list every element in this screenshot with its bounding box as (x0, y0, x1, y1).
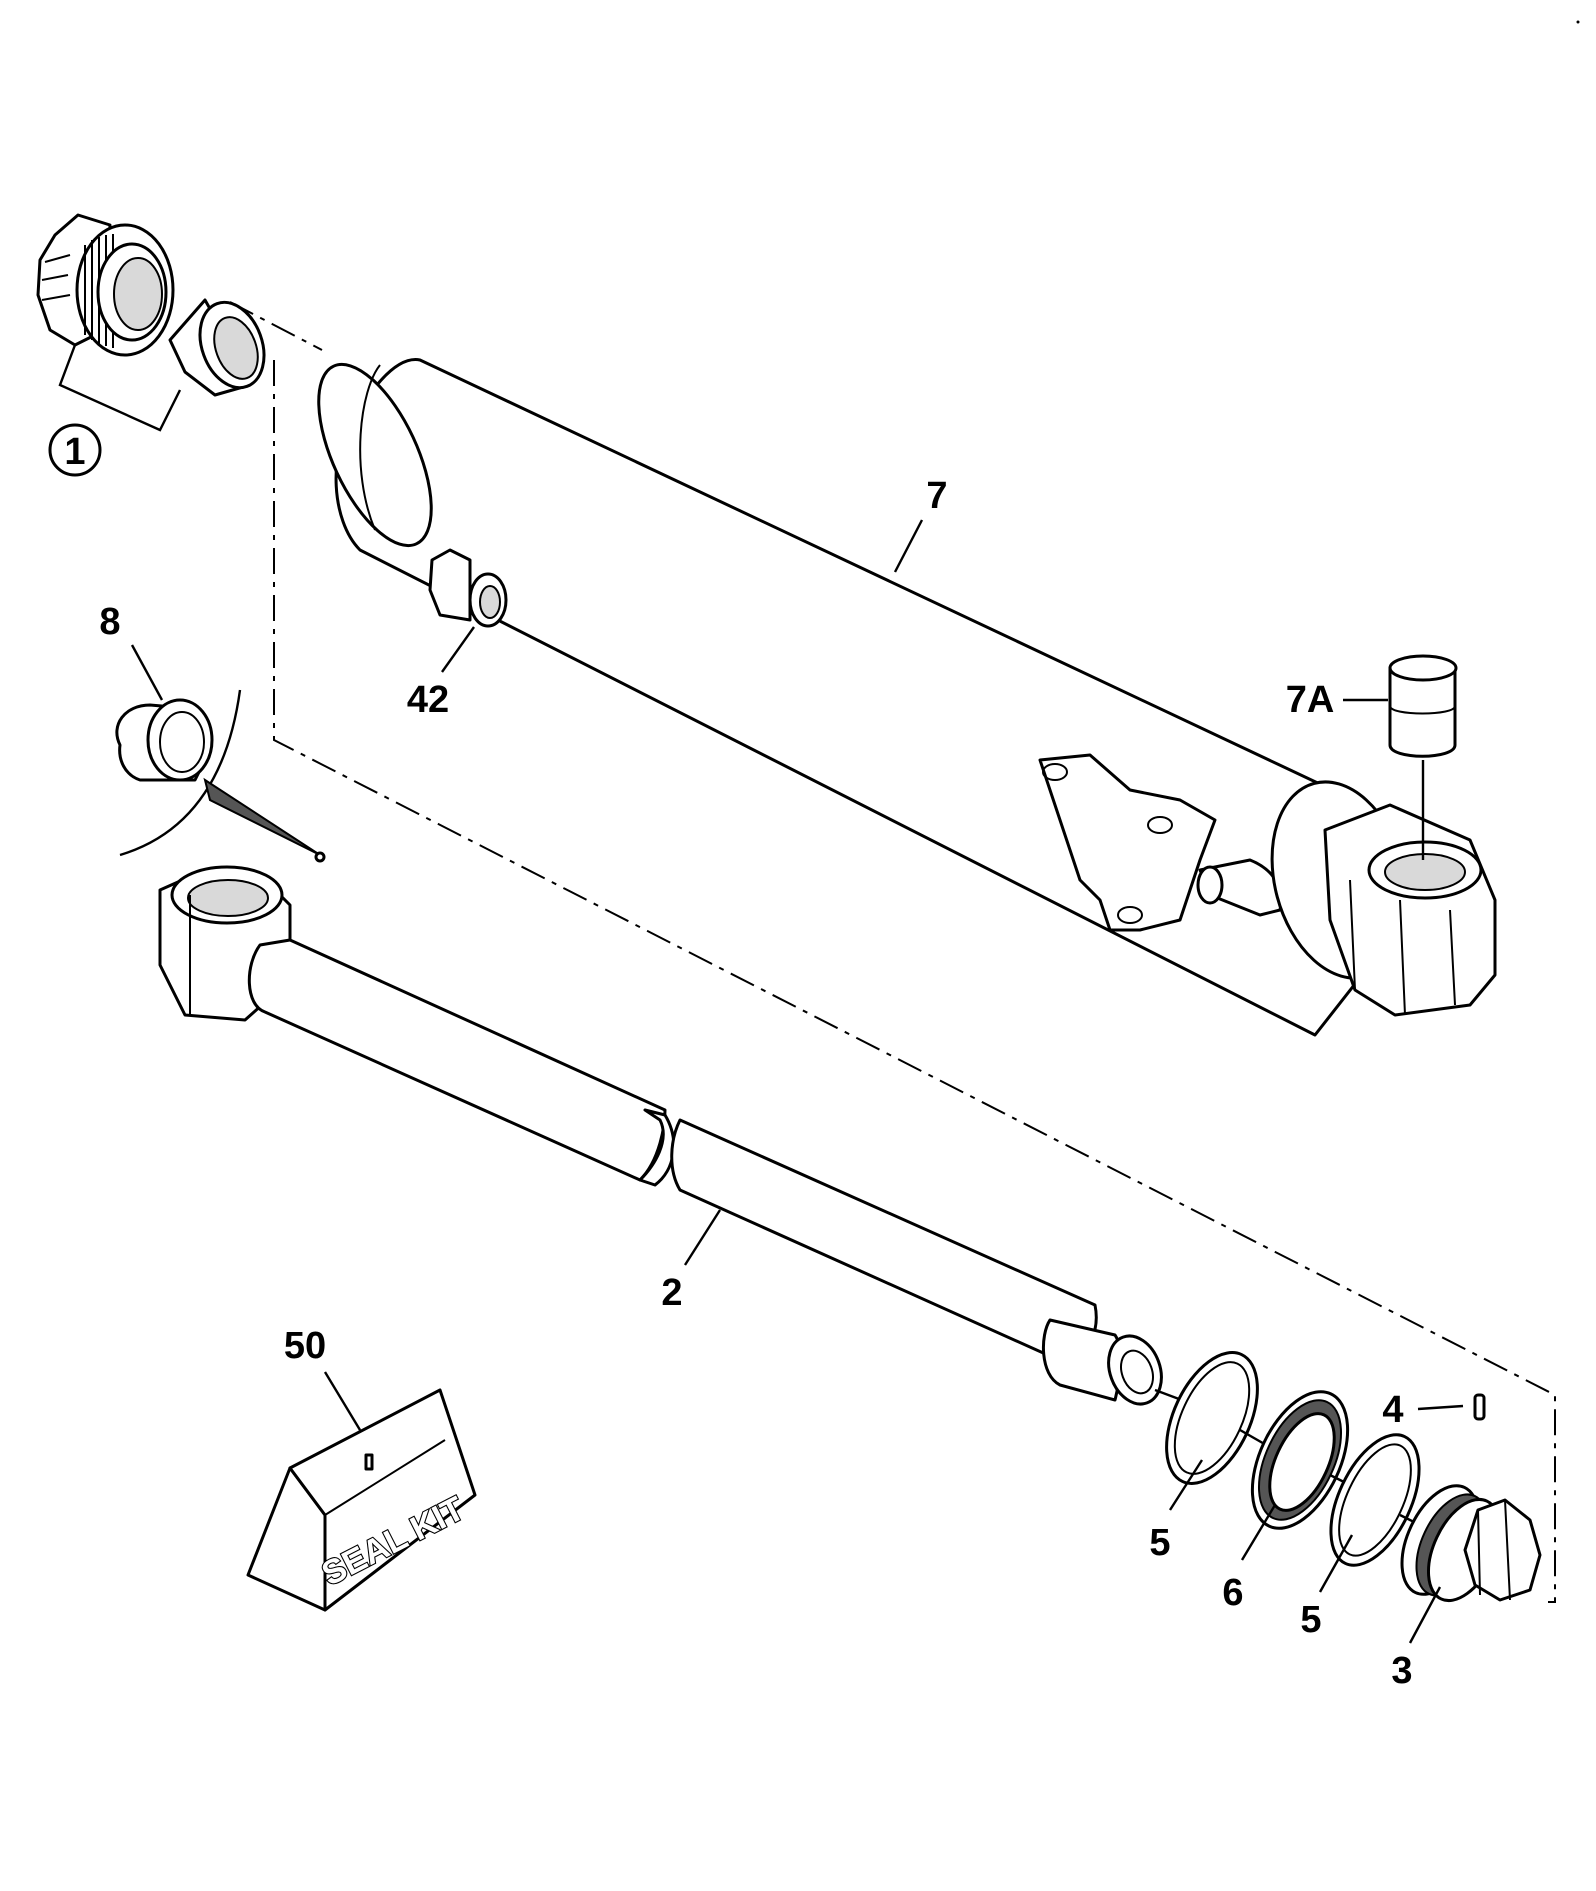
callout-2: 2 (661, 1272, 682, 1314)
leader-6 (1240, 1504, 1277, 1561)
leader-5a (1168, 1459, 1204, 1511)
callout-5b: 5 (1300, 1599, 1321, 1641)
part-8-grease-fitting (115, 689, 326, 863)
callout-6: 6 (1222, 1572, 1243, 1614)
callout-42: 42 (407, 679, 449, 721)
callout-50: 50 (284, 1325, 326, 1367)
callout-4: 4 (1382, 1389, 1403, 1431)
callout-7a: 7A (1286, 679, 1335, 721)
leader-2 (683, 1209, 722, 1266)
part-3-piston-nut (1400, 1484, 1542, 1603)
part-6-seal (1250, 1390, 1350, 1530)
part-4-pin (1473, 1393, 1486, 1421)
leader-8 (130, 644, 164, 701)
part-5-o-ring-second (1329, 1433, 1421, 1567)
part-2-piston-rod (158, 865, 1163, 1406)
part-1-gland-assembly (36, 213, 266, 432)
callout-5a: 5 (1149, 1522, 1170, 1564)
leader-50 (323, 1371, 362, 1431)
leader-4 (1417, 1404, 1464, 1411)
callout-1-circle (48, 423, 102, 477)
callout-7: 7 (926, 475, 947, 517)
part-7a-bushing (1388, 654, 1458, 860)
leader-7 (893, 519, 924, 573)
leader-3 (1408, 1586, 1442, 1644)
part-7-eye-end (1323, 803, 1497, 1017)
callout-8: 8 (99, 601, 120, 643)
leader-42 (441, 626, 475, 673)
leader-5b (1318, 1534, 1354, 1593)
part-50-seal-kit: SEAL KIT (246, 1388, 477, 1612)
callout-3: 3 (1391, 1650, 1412, 1692)
part-7-cylinder-barrel (317, 358, 1462, 1037)
callout-1: 1 (64, 431, 85, 473)
corner-mark (1576, 20, 1580, 24)
